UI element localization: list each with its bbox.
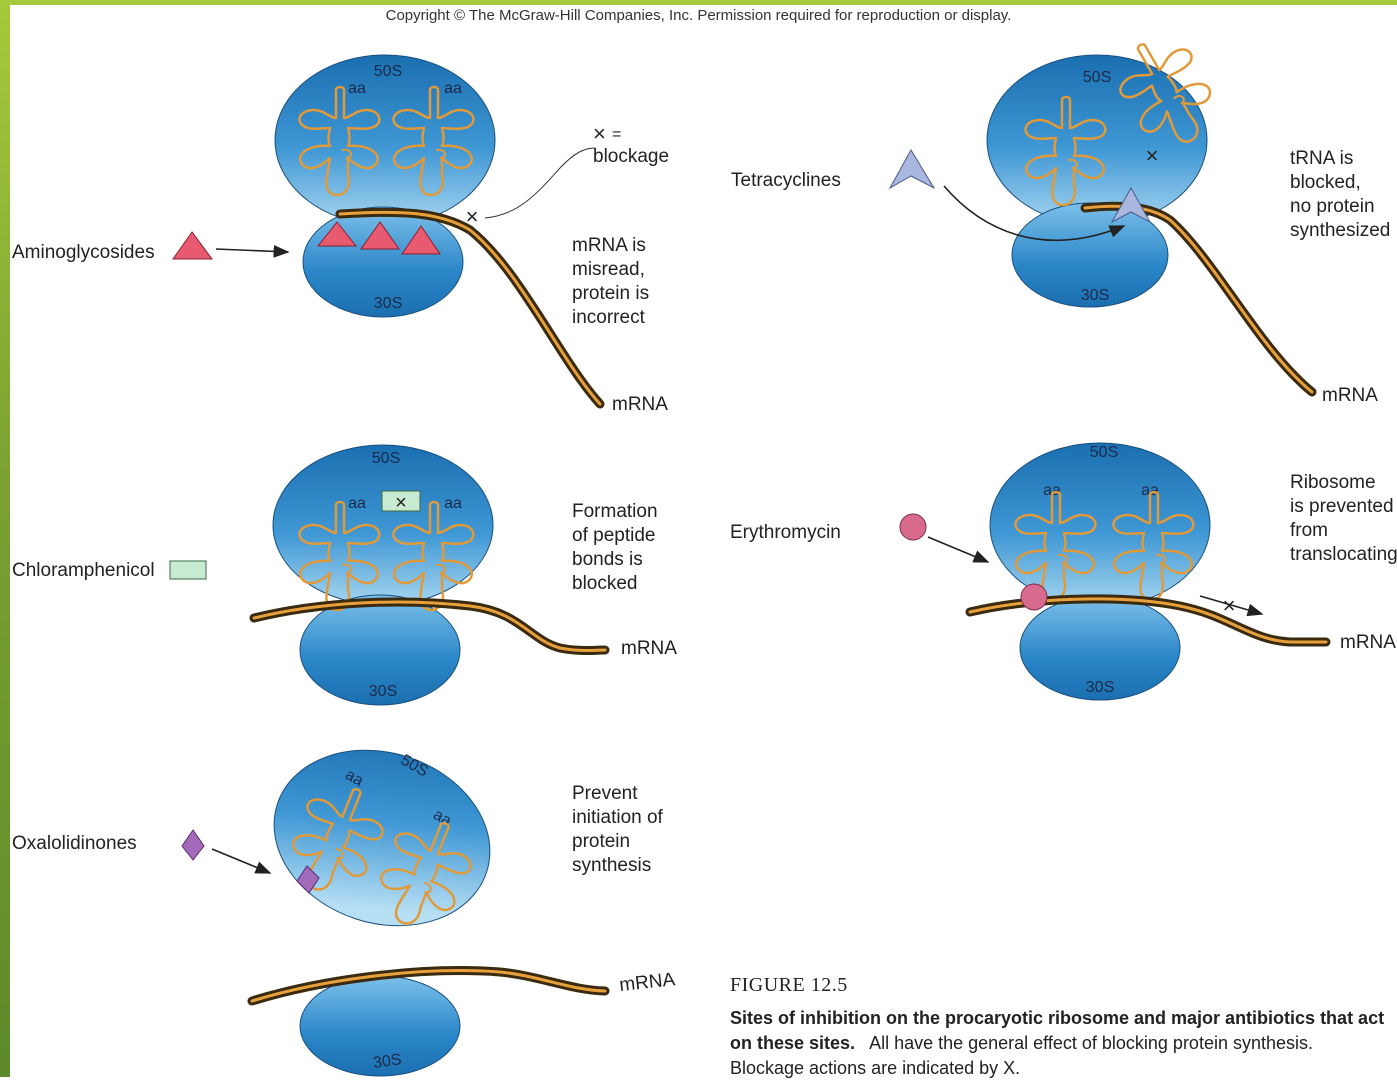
oxalolidinone-icon: [182, 830, 204, 860]
label-mrna-4: mRNA: [1340, 632, 1396, 653]
label-50s: 50S: [374, 63, 402, 80]
large-subunit: [251, 723, 513, 953]
drug-label-oxalolidinones: Oxalolidinones: [12, 832, 137, 856]
label-aa-left: aa: [348, 80, 366, 97]
blockage-mark: ×: [466, 204, 479, 229]
label-30s: 30S: [1086, 679, 1114, 696]
drug-label-erythromycin: Erythromycin: [730, 521, 841, 545]
label-mrna-1: mRNA: [612, 394, 668, 415]
aminoglycoside-arrow: [216, 249, 288, 252]
label-aa-left: aa: [348, 495, 366, 512]
drug-label-chloramphenicol: Chloramphenicol: [12, 559, 155, 583]
effect-erythromycin: Ribosome is prevented from translocating: [1290, 471, 1397, 567]
label-30s: 30S: [369, 683, 397, 700]
effect-aminoglycosides: mRNA is misread, protein is incorrect: [572, 234, 649, 330]
blockage-mark: ×: [1146, 143, 1159, 168]
legend-equals: =: [612, 126, 621, 143]
label-30s: 30S: [374, 295, 402, 312]
legend-x-symbol: ×: [593, 121, 606, 146]
label-30s: 30S: [1081, 287, 1109, 304]
large-subunit: [990, 443, 1210, 607]
label-mrna-2: mRNA: [1322, 385, 1378, 406]
oxalolidinone-arrow: [212, 849, 270, 873]
drug-label-aminoglycosides: Aminoglycosides: [12, 241, 155, 265]
aminoglycoside-icon: [173, 232, 212, 259]
label-aa-right: aa: [444, 80, 462, 97]
panel-oxalolidinones: 50S aa aa 30S mRNA: [182, 723, 676, 1076]
label-50s: 50S: [1083, 69, 1111, 86]
label-mrna-3: mRNA: [621, 638, 677, 659]
blockage-mark: ×: [395, 492, 407, 514]
label-aa-right: aa: [444, 495, 462, 512]
label-mrna-5: mRNA: [618, 969, 676, 996]
erythromycin-bound: [1021, 584, 1047, 610]
label-50s: 50S: [1090, 444, 1118, 461]
effect-oxalolidinones: Prevent initiation of protein synthesis: [572, 782, 663, 878]
chloramphenicol-icon: [170, 561, 206, 579]
effect-chloramphenicol: Formation of peptide bonds is blocked: [572, 500, 658, 596]
effect-tetracyclines: tRNA is blocked, no protein synthesized: [1290, 147, 1390, 243]
drug-label-tetracyclines: Tetracyclines: [731, 169, 841, 193]
figure-caption: Sites of inhibition on the procaryotic r…: [730, 1006, 1390, 1081]
tetracycline-icon: [890, 150, 934, 188]
erythromycin-arrow: [928, 537, 988, 562]
large-subunit: [275, 55, 495, 225]
label-50s: 50S: [372, 450, 400, 467]
figure-number: FIGURE 12.5: [730, 974, 848, 997]
legend-blockage-text: blockage: [593, 146, 669, 167]
erythromycin-icon: [900, 514, 926, 540]
blockage-legend: × = blockage: [593, 121, 669, 167]
blockage-mark: ×: [1223, 593, 1236, 618]
blockage-leader-line: [485, 148, 595, 218]
